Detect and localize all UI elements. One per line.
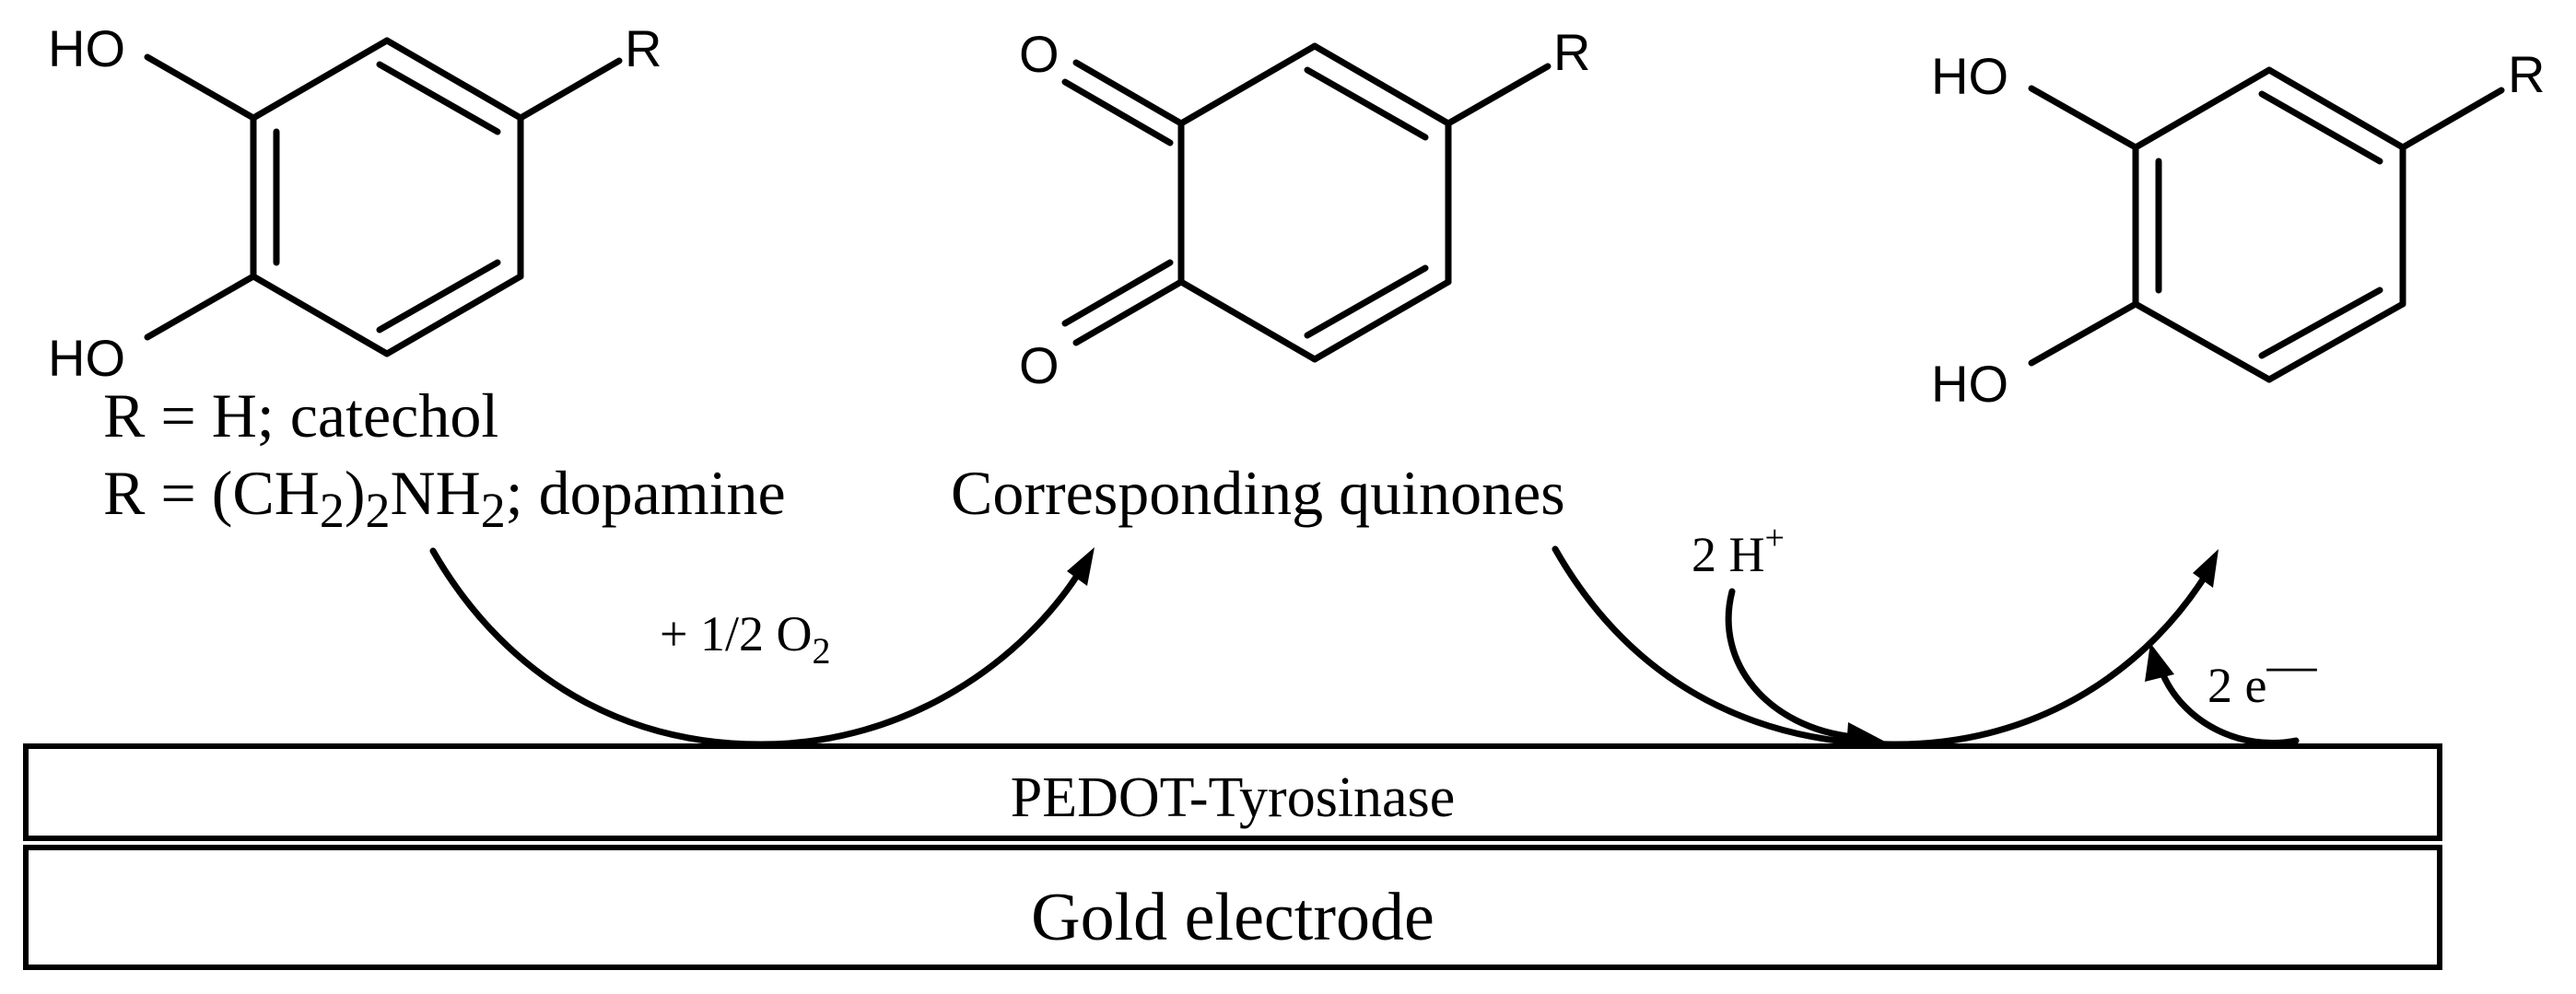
hydroxyl-bottom-label: HO (48, 329, 125, 387)
oxidation-arrowhead (1067, 547, 1095, 586)
hydroxyl-top-label: HO (1931, 47, 2008, 105)
reduction-arrowhead (2193, 549, 2219, 588)
r-group-label: R (625, 19, 662, 77)
catechol-definition: R = H; catechol (103, 380, 498, 450)
pedot-tyrosinase-label: PEDOT-Tyrosinase (1011, 766, 1455, 829)
electron-arrowhead (2145, 643, 2174, 682)
product-catechol-structure: HO HO R (1931, 45, 2545, 413)
oxygen-reagent: + 1/2 O2 (660, 606, 830, 672)
gold-electrode-label: Gold electrode (1031, 880, 1434, 955)
hydroxyl-top-label: HO (48, 19, 125, 77)
electron-reagent: 2 e— (2207, 637, 2317, 713)
carbonyl-top-label: O (1019, 25, 1060, 83)
reduction-arc (1551, 545, 2213, 748)
electron-arc (2158, 667, 2300, 747)
proton-reagent: 2 H+ (1692, 519, 1785, 582)
gold-electrode-layer (23, 845, 2442, 970)
carbonyl-bottom-label: O (1019, 336, 1060, 394)
quinones-caption: Corresponding quinones (951, 458, 1565, 528)
catechol-structure: HO HO R (48, 19, 662, 387)
pedot-tyrosinase-layer (23, 743, 2442, 841)
r-group-label: R (2508, 45, 2545, 103)
proton-arc (1725, 588, 1857, 741)
dopamine-definition: R = (CH2)2NH2; dopamine (103, 458, 786, 538)
hydroxyl-bottom-label: HO (1931, 355, 2008, 413)
quinone-structure: O O R (1019, 23, 1590, 394)
r-group-label: R (1553, 23, 1590, 81)
proton-arrowhead (1846, 722, 1887, 748)
